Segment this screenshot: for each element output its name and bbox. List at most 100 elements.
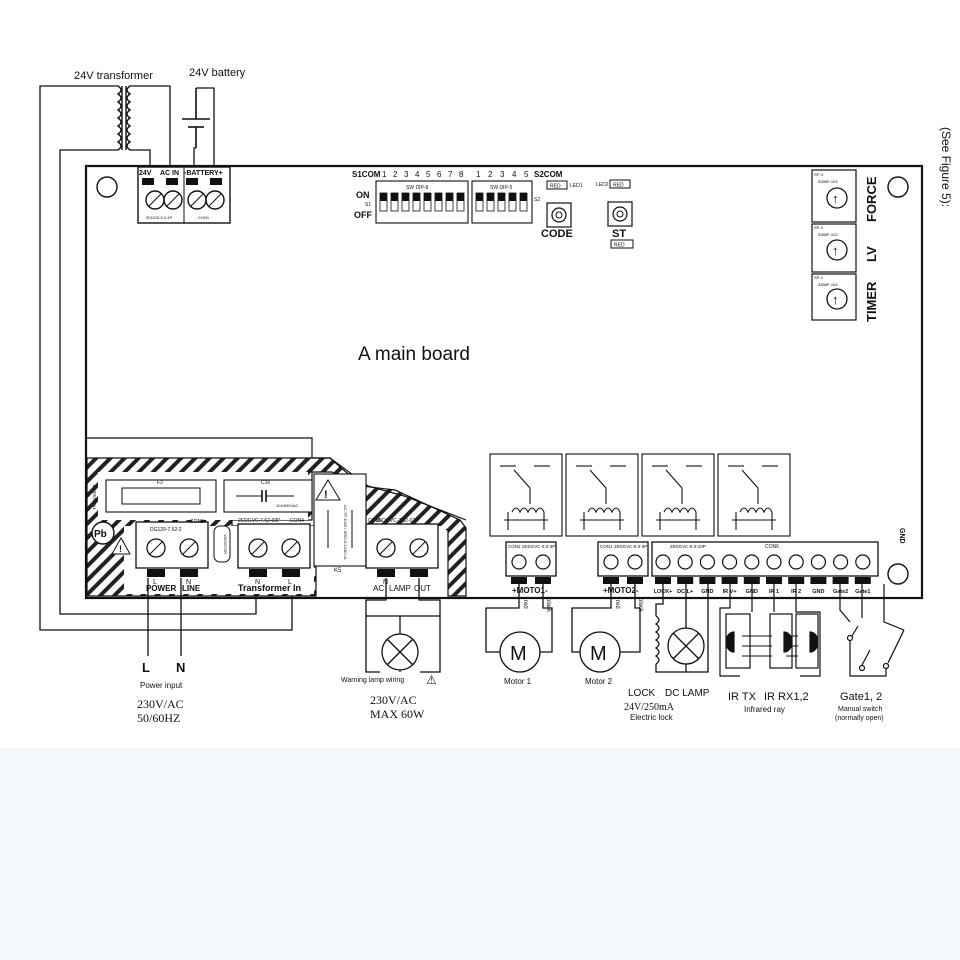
supply-frequency: 50/60HZ (137, 711, 180, 725)
con2-label: CON2 (508, 544, 521, 549)
bottom-background (0, 748, 960, 960)
arrow-up-icon: ↑ (832, 292, 839, 307)
mount-hole (887, 176, 909, 198)
terminal-cap (766, 577, 782, 584)
lv-label: LV (864, 246, 879, 262)
led1-color: RED (550, 184, 561, 190)
relay-box (489, 453, 563, 537)
terminal-screw (699, 554, 716, 570)
dip-s2-switches (475, 192, 528, 212)
motor1-symbol: M (510, 643, 527, 665)
dip-s2-number: 3 (500, 170, 505, 179)
st-button-symbol: ST RED (607, 201, 634, 249)
relay-box (717, 453, 791, 537)
dip-s2-number: 2 (488, 170, 493, 179)
gate-label: Gate1, 2 (840, 691, 882, 703)
lamp-out-label: OUT (414, 584, 431, 593)
arrow-up-icon: ↑ (832, 191, 839, 206)
con4-part: 2EDGVC-7.62-03P (238, 518, 281, 524)
dip-toggle-knob (457, 193, 464, 201)
terminal-screw (721, 554, 738, 570)
moto2-label: +MOTO2- (603, 586, 639, 595)
line-label: LINE (182, 584, 201, 593)
terminal-cap (721, 577, 738, 584)
connector-con5: 2EDGVC-7.62-02P CON5 (365, 518, 439, 569)
relay-k5: ! AC-TP-1005 / SRD-S-124D-UL K5 (313, 473, 367, 574)
code-label: CODE (541, 228, 573, 240)
svg-text:!: ! (324, 489, 328, 501)
motor2-symbol: M (590, 643, 607, 665)
connector-con2: CON2 2EDGVC-5.0-3P +MOTO1- (505, 541, 557, 595)
transformer-n-label: N (255, 579, 260, 586)
dip-s1-number: 6 (437, 170, 442, 179)
dip-s1-number: 2 (393, 170, 398, 179)
lock-rating: 24V/250mA (624, 702, 675, 713)
terminal-screw (766, 554, 782, 570)
con6-pin-label: DC L+ (677, 589, 693, 595)
warning-lamp-wiring (365, 578, 441, 673)
capacitor-c16: C16 104/630VAC (223, 479, 313, 513)
label-battery: -BATTERY+ (184, 170, 223, 177)
led1-label: LED1 (570, 183, 583, 189)
terminal-cap (655, 577, 671, 584)
dip-s2-number: 4 (512, 170, 517, 179)
lv-tag: RP-3 (814, 225, 824, 230)
dip-s1-number: 7 (448, 170, 453, 179)
motor2-wire-red: red (614, 600, 620, 609)
power-terminal-block: 24V AC IN -BATTERY+ 2EDG5-5.0-4P CON1 (137, 166, 231, 224)
s2com-label: S2COM (534, 170, 563, 179)
dip-s1-number: 8 (459, 170, 464, 179)
timer-label: TIMER (864, 281, 879, 322)
con5-label: CON5 (368, 518, 382, 524)
power-part-right: CON1 (198, 215, 210, 220)
input-n-label: N (176, 660, 185, 675)
power-input-label: Power input (140, 681, 183, 690)
hv-area-outline (87, 437, 467, 521)
motor2-wiring (571, 584, 641, 673)
dip-on-label: ON (356, 190, 370, 200)
terminal-cap (788, 577, 805, 584)
con6-pin-label: Gate1 (855, 589, 870, 595)
svg-text:!: ! (119, 544, 122, 554)
fuse-f3: F3 (105, 479, 217, 513)
lamp-label: LAMP (389, 584, 411, 593)
dc-lamp-label: DC LAMP (665, 688, 710, 699)
dip-toggle-knob (446, 193, 453, 201)
board-title: A main board (358, 344, 470, 365)
con1-part: 2EDGVC-5.0-3P (614, 544, 647, 549)
terminal-screw (655, 554, 671, 570)
dip-toggle-knob (391, 193, 398, 201)
dip-toggle-knob (402, 193, 409, 201)
timer-tag: RP-1 (814, 275, 824, 280)
terminal-screw (677, 554, 693, 570)
k5-label: K5 (334, 568, 342, 574)
f3-label: F3 (157, 480, 163, 486)
terminal-cap (743, 577, 760, 584)
dip-toggle-knob (520, 193, 527, 201)
pb-label: Pb (94, 529, 107, 540)
input-l-label: L (142, 660, 150, 675)
potentiometer-force: RP-4 3386P-104 ↑ (811, 169, 857, 223)
infrared-ray-label: Infrared ray (744, 705, 785, 714)
con1-label: CON1 (600, 544, 613, 549)
mount-hole (887, 563, 909, 585)
motor1-wire-black: black (545, 598, 551, 613)
force-label: FORCE (864, 176, 879, 222)
mount-hole (96, 176, 118, 198)
con2-part: 2EDGVC-5.0-3P (522, 544, 555, 549)
terminal-screw (788, 554, 804, 570)
terminal-screw (855, 554, 871, 570)
main-board-outline (84, 164, 924, 600)
st-label: ST (612, 228, 626, 240)
label-ac-in: AC IN (160, 170, 179, 177)
dip-toggle-knob (487, 193, 494, 201)
ir-rx-label: IR RX1,2 (764, 691, 809, 703)
motor2-label: Motor 2 (585, 677, 613, 686)
terminal-cap (810, 577, 827, 584)
pin-l-label: L (153, 579, 157, 586)
con6-part: 2EDGVC-5.0-10P (670, 544, 706, 549)
con3-label: CON3 (190, 519, 204, 525)
